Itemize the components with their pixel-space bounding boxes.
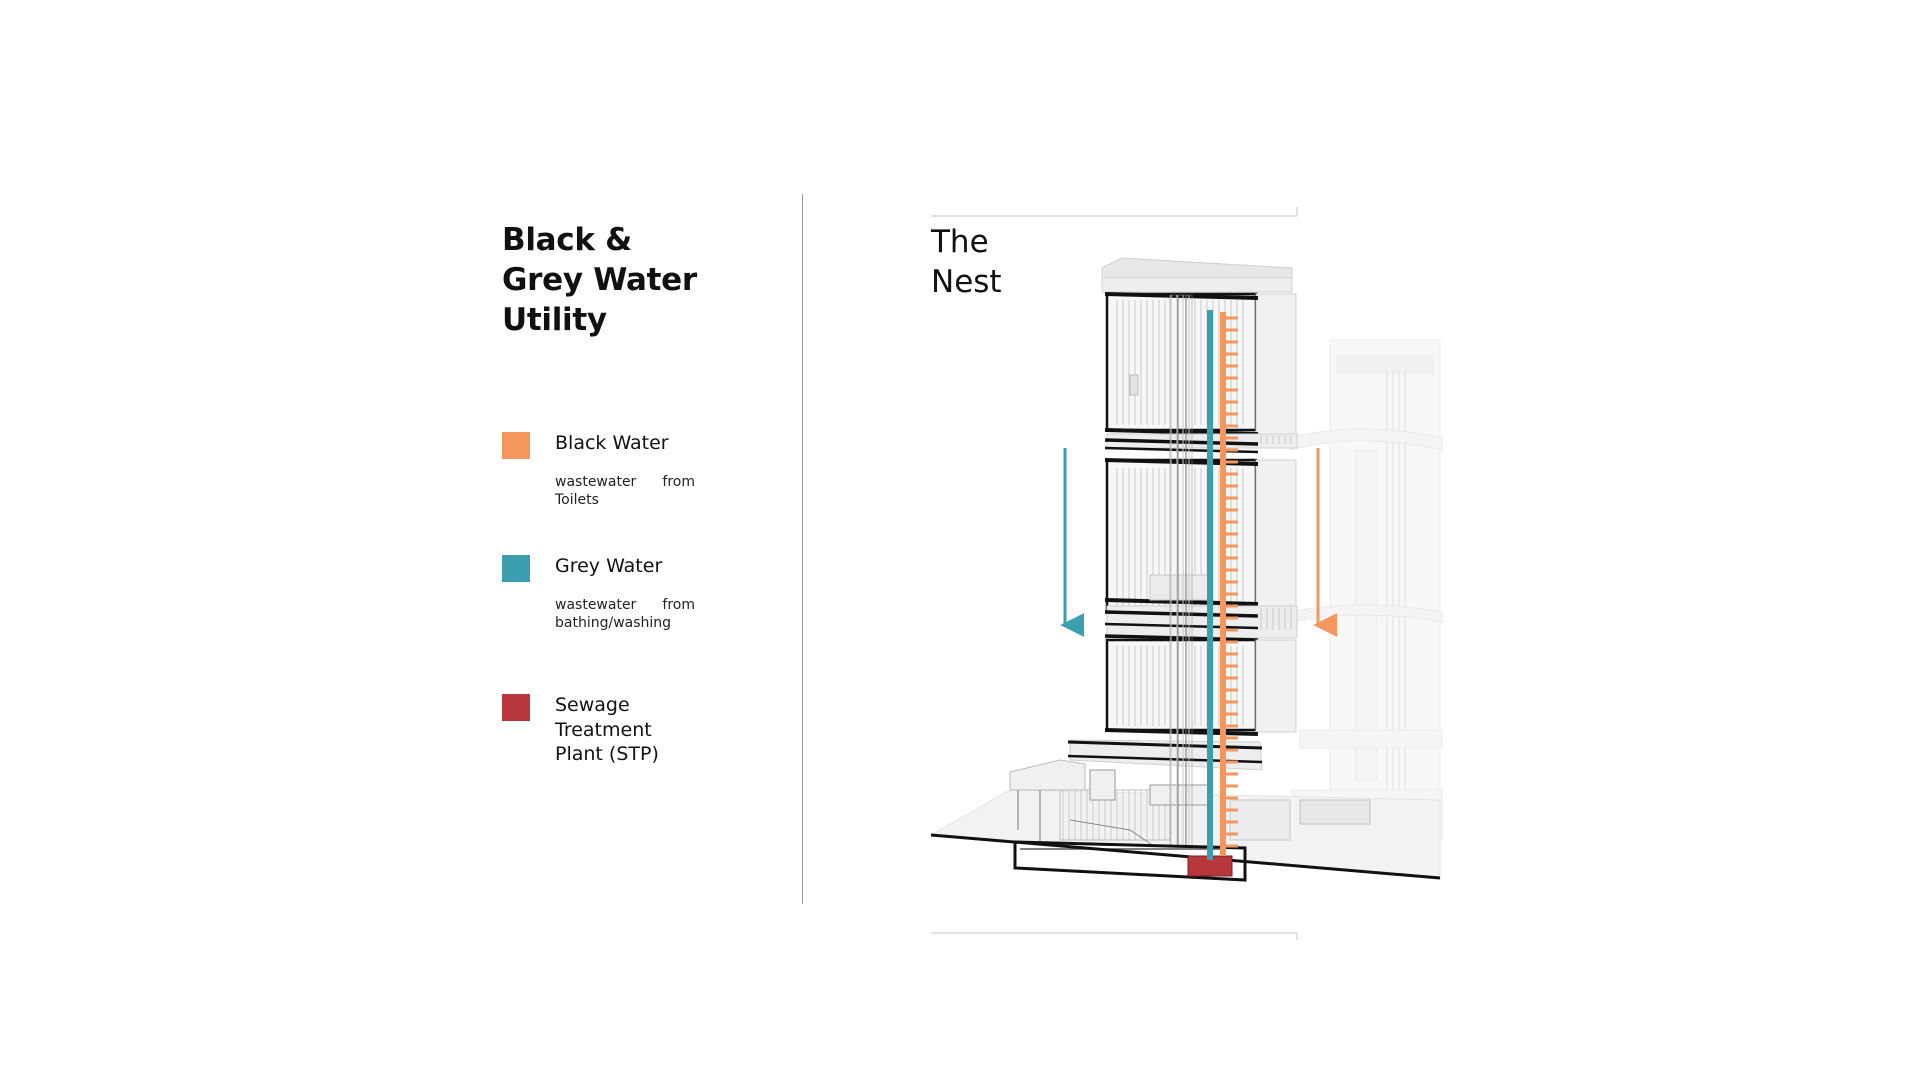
legend-description: wastewater from Toilets	[555, 474, 695, 508]
page-title: Black & Grey Water Utility	[502, 220, 762, 340]
diagram-title-line-1: The	[931, 224, 989, 260]
black-water-pipe	[1220, 312, 1238, 856]
roof-slab	[1101, 257, 1293, 279]
ground-line	[930, 833, 1441, 880]
legend-label-line: Sewage	[555, 694, 630, 716]
floor-slab-2	[1104, 605, 1298, 642]
diagram-title: The Nest	[931, 222, 1002, 302]
module-2	[1104, 458, 1297, 613]
diagram-title-line-2: Nest	[931, 264, 1002, 300]
podium	[1009, 759, 1371, 851]
legend-label: Sewage Treatment Plant (STP)	[555, 693, 755, 767]
page-title-line-1: Black &	[502, 222, 632, 258]
legend-label: Grey Water	[555, 555, 663, 577]
legend-label: Black Water	[555, 432, 669, 454]
base-slab	[1067, 739, 1263, 771]
floor-slab-1	[1104, 433, 1298, 454]
module-1	[1104, 292, 1297, 436]
vertical-divider	[802, 194, 803, 904]
legend-label-line: Treatment	[555, 718, 652, 741]
page-title-line-3: Utility	[502, 302, 607, 338]
central-core	[1169, 294, 1193, 856]
stp-swatch	[502, 694, 530, 721]
grey-water-pipe	[1207, 310, 1213, 860]
legend-description: wastewater from bathing/washing	[555, 597, 695, 631]
grey-water-swatch	[502, 555, 530, 582]
background-tower	[1289, 339, 1443, 841]
building-section-diagram	[930, 207, 1443, 940]
page-title-line-2: Grey Water	[502, 262, 697, 298]
black-water-swatch	[502, 432, 530, 459]
module-3	[1104, 638, 1297, 736]
legend-label-line: Plant (STP)	[555, 743, 659, 765]
